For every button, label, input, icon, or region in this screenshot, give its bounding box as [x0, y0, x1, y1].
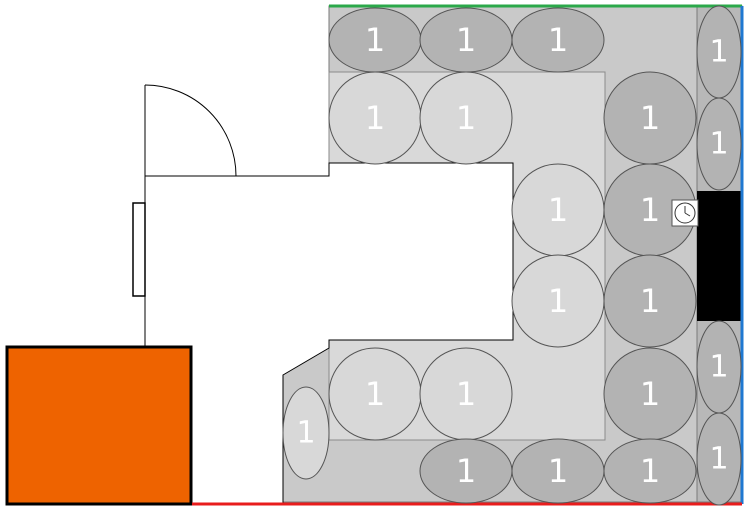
seat-label: 1 [640, 452, 660, 490]
seat-label: 1 [548, 191, 568, 229]
seat: 1 [328, 71, 422, 165]
seat: 1 [511, 254, 605, 348]
seat: 1 [328, 347, 422, 441]
seats-layer: 1 1 1 1 1 1 1 1 1 1 1 1 1 1 1 1 1 1 1 1 1 [282, 5, 742, 506]
seat: 1 [696, 97, 742, 191]
seat: 1 [419, 347, 513, 441]
seat-label: 1 [548, 452, 568, 490]
seat: 1 [603, 438, 697, 504]
seat-label: 1 [709, 127, 728, 162]
seat-label: 1 [296, 416, 315, 451]
seat: 1 [696, 320, 742, 414]
window-icon [132, 202, 146, 297]
seat-label: 1 [548, 282, 568, 320]
seat-label: 1 [640, 99, 660, 137]
seat-label: 1 [709, 35, 728, 70]
seat: 1 [419, 71, 513, 165]
seat: 1 [603, 254, 697, 348]
seat: 1 [419, 438, 513, 504]
seat: 1 [603, 163, 697, 257]
seat: 1 [511, 7, 605, 73]
seat-label: 1 [640, 375, 660, 413]
seat-label: 1 [709, 350, 728, 385]
clock-icon [671, 199, 699, 227]
seat: 1 [511, 438, 605, 504]
seat-label: 1 [548, 21, 568, 59]
seat-circle [282, 386, 330, 480]
seat: 1 [328, 7, 422, 73]
seat-label: 1 [365, 99, 385, 137]
seat: 1 [603, 71, 697, 165]
seat: 1 [511, 163, 605, 257]
seat-label: 1 [640, 191, 660, 229]
seat-label: 1 [640, 282, 660, 320]
seat-label: 1 [456, 99, 476, 137]
seat: 1 [696, 412, 742, 506]
seat-circle [696, 97, 742, 191]
seat-circle [419, 71, 513, 165]
seat: 1 [419, 7, 513, 73]
seat-circle [696, 412, 742, 506]
seat-circle [511, 7, 605, 73]
seat-label: 1 [456, 21, 476, 59]
seat-label: 1 [365, 375, 385, 413]
seat-circle [603, 254, 697, 348]
seat: 1 [603, 347, 697, 441]
seat: 1 [696, 5, 742, 99]
seat-circle [603, 438, 697, 504]
black-panel [697, 191, 742, 321]
seat-label: 1 [709, 442, 728, 477]
door-swing-icon [144, 84, 237, 177]
seat-label: 1 [365, 21, 385, 59]
seat-label: 1 [456, 375, 476, 413]
orange-block [5, 345, 193, 506]
seat-label: 1 [456, 452, 476, 490]
seat: 1 [282, 386, 330, 480]
